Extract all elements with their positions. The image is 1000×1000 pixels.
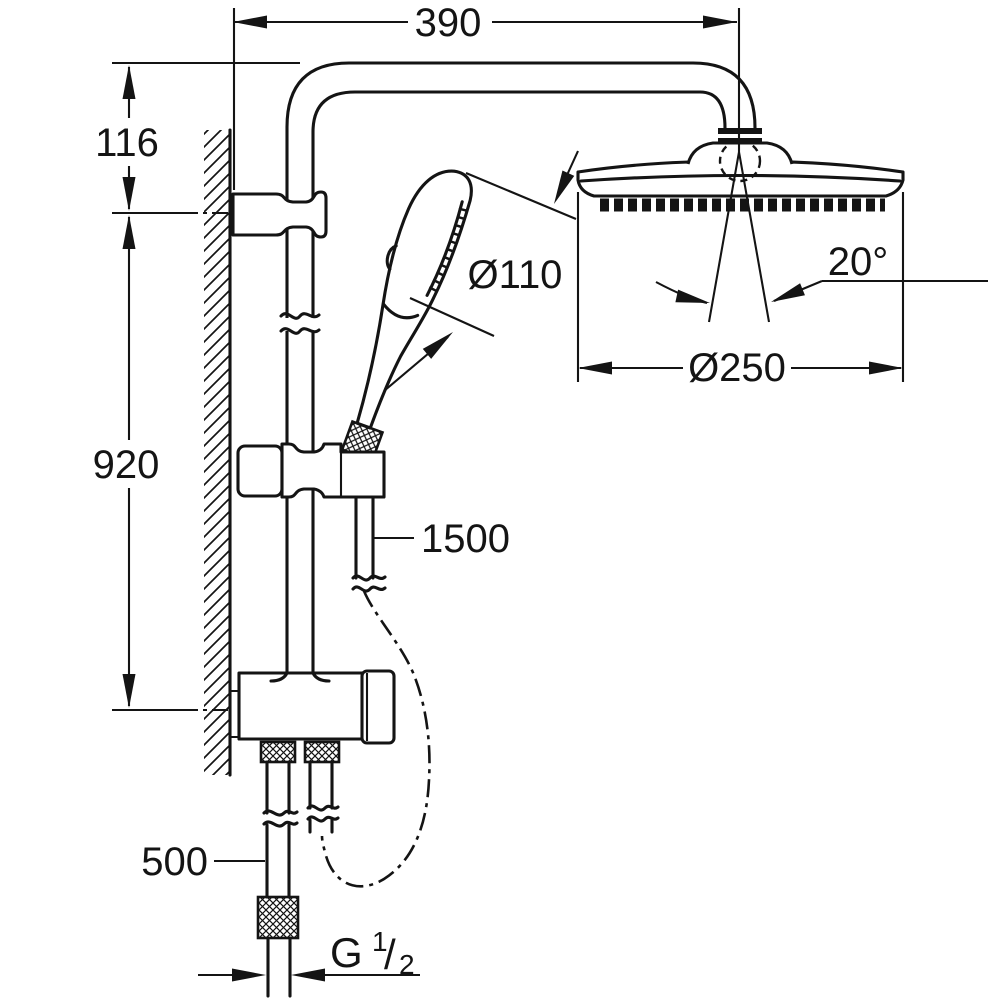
supply-pipe xyxy=(256,760,300,998)
slider-clamp-and-holder xyxy=(280,442,386,499)
rail-break-squiggle xyxy=(279,312,321,320)
arrowhead xyxy=(578,361,612,375)
tube-inner-edge xyxy=(311,90,727,678)
ball-joint-circle xyxy=(718,139,762,183)
hose-phantom-loop xyxy=(320,590,431,888)
dimension-d110: Ø110 xyxy=(383,150,579,392)
dimension-390: 390 xyxy=(232,1,741,190)
dim-d250-label: Ø250 xyxy=(688,346,786,390)
rail-break-squiggle xyxy=(279,327,321,335)
valve-wall-tab xyxy=(229,689,239,739)
wall-hatching xyxy=(204,130,230,775)
arrowhead xyxy=(548,170,575,207)
hand-shower-button xyxy=(385,244,398,271)
dimension-1500: 1500 xyxy=(374,517,510,561)
top-wall-bracket xyxy=(231,190,328,239)
hand-shower-neck-line xyxy=(381,302,420,320)
thread-numerator-label: 1 xyxy=(372,926,388,957)
pipe-break-squiggle xyxy=(262,820,299,828)
dim-390-label: 390 xyxy=(415,1,482,45)
dimension-500: 500 xyxy=(141,840,265,884)
slider-knob xyxy=(236,444,284,498)
dimension-116: 116 xyxy=(95,61,300,215)
arrowhead xyxy=(122,177,136,211)
arrowhead xyxy=(422,327,458,359)
hand-shower xyxy=(340,169,473,463)
dimension-20deg: 20° xyxy=(655,240,988,310)
dim-500-label: 500 xyxy=(141,840,208,884)
valve-body xyxy=(237,671,365,741)
dim-d110-label: Ø110 xyxy=(468,253,563,297)
hose-connection-nut xyxy=(303,740,341,764)
pipe-break-squiggle xyxy=(262,809,299,817)
rail-break-gap xyxy=(282,318,318,331)
thread-slash-label: / xyxy=(384,931,396,978)
wall xyxy=(204,128,232,777)
hose-break-squiggle xyxy=(351,574,387,582)
spray-cone-lines xyxy=(707,151,771,323)
head-shower xyxy=(576,128,905,323)
hose-break-squiggle xyxy=(351,585,387,593)
head-shower-disc xyxy=(576,159,905,198)
hose-upper xyxy=(354,495,375,580)
arrowhead xyxy=(768,283,805,309)
supply-pipe-upper xyxy=(265,760,291,815)
valve-rail-socket xyxy=(269,671,331,683)
arrowhead xyxy=(291,968,325,982)
arrowhead xyxy=(232,968,266,982)
thread-denominator-label: 2 xyxy=(399,949,415,980)
thread-g-label: G xyxy=(330,929,363,976)
supply-pipe-mid xyxy=(265,823,291,899)
dimension-920: 920 xyxy=(93,215,232,712)
arrowhead xyxy=(122,215,136,249)
supply-pipe-lower xyxy=(266,936,292,998)
bottom-valve xyxy=(229,669,396,764)
diverter-cap xyxy=(360,669,396,745)
pipe-break-gap xyxy=(264,815,292,823)
tube-outer-edge xyxy=(285,61,757,678)
dim-20deg-label: 20° xyxy=(828,240,889,284)
face-extension-upper xyxy=(465,172,577,220)
supply-coupling-knurl xyxy=(256,895,300,940)
arrowhead xyxy=(869,361,903,375)
slider-holder xyxy=(236,442,386,499)
arrowhead xyxy=(703,15,737,29)
shower-rail-and-arm xyxy=(279,61,757,678)
arrowhead xyxy=(122,674,136,708)
hand-shower-hose xyxy=(320,495,431,888)
supply-connection-nut xyxy=(259,740,297,764)
dimension-g-half: G 1 / 2 xyxy=(198,926,420,982)
dim-920-label: 920 xyxy=(93,443,160,487)
extension-lines xyxy=(576,192,905,382)
hose-break-gap xyxy=(354,580,376,589)
head-shower-rim-line xyxy=(579,173,902,183)
hose-pipe-upper xyxy=(308,760,334,810)
pipe-break-squiggle xyxy=(306,804,340,812)
dim-1500-label: 1500 xyxy=(421,517,510,561)
arrowhead xyxy=(675,289,712,310)
hand-shower-nozzles xyxy=(428,207,467,293)
hand-shower-body xyxy=(355,169,473,430)
face-extension-lower xyxy=(409,297,495,337)
arrowhead xyxy=(233,15,267,29)
dim-116-label: 116 xyxy=(95,121,159,165)
hose-pipe-stub xyxy=(308,818,334,834)
pipe-break-squiggle xyxy=(306,815,340,823)
dimension-d250: Ø250 xyxy=(576,192,905,390)
pipe-break-gap xyxy=(308,810,334,818)
hose-connection-pipe xyxy=(306,760,340,834)
arrowhead xyxy=(122,65,136,99)
